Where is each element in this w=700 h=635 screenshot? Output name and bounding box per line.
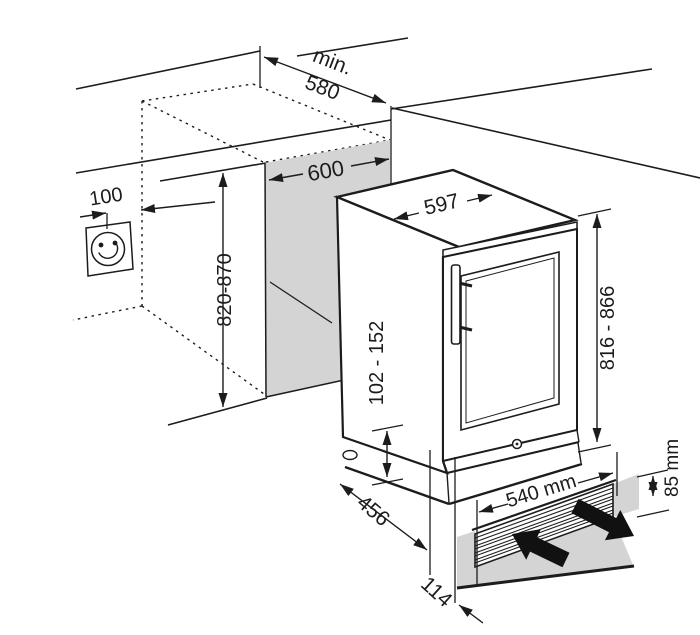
appliance-top bbox=[333, 168, 579, 249]
dim-label-base-height: 102 - 152 bbox=[366, 321, 388, 406]
dim-label-socket-distance: 100 bbox=[88, 184, 124, 211]
airflow-in-arrow bbox=[512, 529, 570, 568]
adjustable-foot bbox=[342, 449, 358, 461]
appliance bbox=[333, 168, 583, 506]
dim-label-appliance-height: 816 - 866 bbox=[597, 286, 619, 371]
power-outlet-icon bbox=[85, 221, 134, 277]
tray-front-edge bbox=[456, 564, 635, 590]
airflow-out-arrow bbox=[571, 498, 634, 541]
extension-lines bbox=[429, 450, 618, 603]
airflow-arrows bbox=[512, 498, 634, 568]
side-panel bbox=[264, 140, 390, 398]
dim-vent-height: 85 mm bbox=[636, 439, 683, 518]
dim-niche-height: 820-870 bbox=[214, 173, 236, 407]
door-handle bbox=[450, 264, 473, 345]
dim-label-niche-height: 820-870 bbox=[214, 253, 236, 326]
countertop bbox=[75, 37, 700, 185]
dim-appliance-height: 816 - 866 bbox=[577, 208, 619, 453]
glass-inner-frame bbox=[465, 257, 555, 424]
panel-accent-line bbox=[269, 281, 333, 324]
door-lock-icon bbox=[511, 438, 523, 450]
vent-assembly bbox=[456, 474, 639, 590]
niche-outline bbox=[72, 83, 391, 426]
dim-base-height: 102 - 152 bbox=[366, 321, 404, 486]
dim-socket-distance: 100 bbox=[79, 184, 216, 229]
dim-label-vent-height: 85 mm bbox=[662, 439, 683, 497]
